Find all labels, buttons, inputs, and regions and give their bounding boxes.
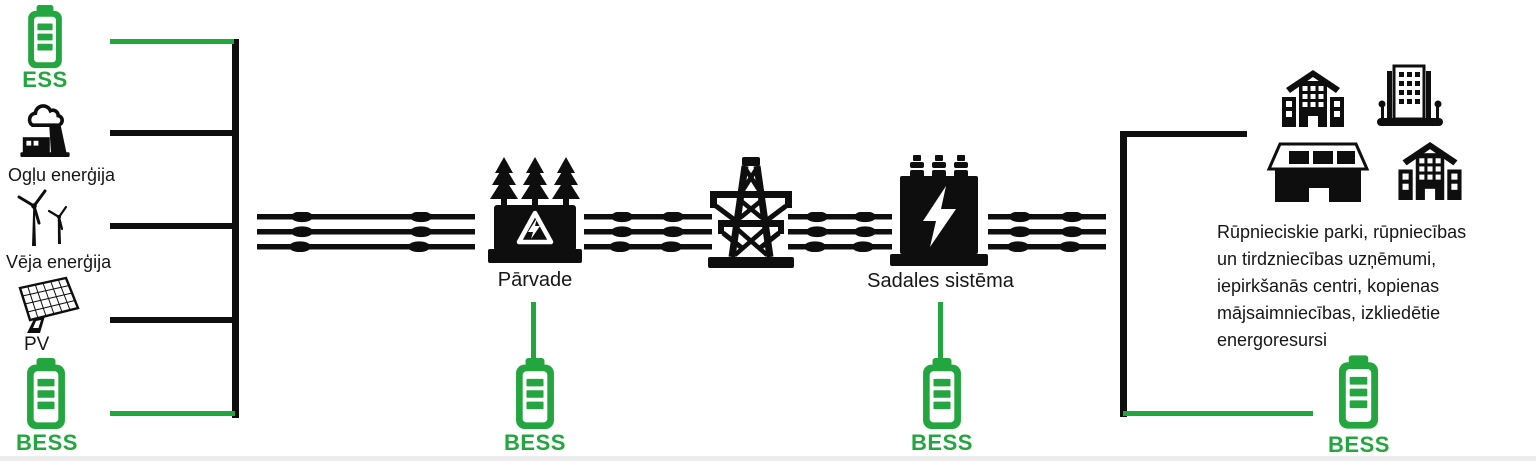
three-phase-line-icon	[584, 212, 712, 252]
bottom-border	[0, 456, 1536, 461]
left-bus-bar	[232, 39, 239, 418]
consumers-description-line: un tirdzniecības uzņēmumi,	[1217, 249, 1437, 269]
battery-icon	[27, 358, 65, 430]
consumers-description: Rūpnieciskie parki, rūpniecības un tirdz…	[1217, 219, 1529, 354]
transmission-bess-label: BESS	[504, 430, 566, 455]
solar-panel-icon	[18, 276, 80, 333]
wind-label: Vēja enerģija	[6, 252, 112, 272]
wind-feeder-line	[110, 223, 234, 229]
battery-icon	[516, 358, 554, 430]
transmission-label: Pārvade	[497, 269, 573, 291]
coal-plant-icon	[20, 104, 70, 157]
consumer-bess-line	[1123, 411, 1313, 416]
pv-feeder-line	[110, 317, 234, 323]
consumers-description-line: mājsaimniecības, izkliedētie	[1217, 303, 1441, 323]
consumers-description-line: Rūpnieciskie parki, rūpniecības	[1217, 222, 1467, 242]
coal-label: Ogļu enerģija	[8, 165, 116, 185]
right-bus-bar	[1120, 131, 1127, 417]
transformer-substation-icon	[488, 157, 582, 263]
coal-feeder-line	[110, 130, 234, 136]
school-building-icon	[1282, 70, 1344, 127]
battery-icon	[28, 5, 62, 69]
consumers-bess-label: BESS	[1328, 432, 1390, 457]
three-phase-line-icon	[257, 212, 475, 252]
transmission-tower-icon	[708, 157, 794, 268]
distribution-label: Sadales sistēma	[867, 270, 1014, 292]
consumers-description-line: energoresursi	[1217, 330, 1328, 350]
distribution-bess-link	[938, 302, 943, 358]
transmission-bess-link	[531, 302, 536, 358]
warehouse-building-icon	[1266, 142, 1370, 202]
three-phase-line-icon	[788, 212, 892, 252]
bess-label: BESS	[16, 430, 78, 455]
wind-turbines-icon	[17, 189, 68, 246]
pv-label: PV	[24, 334, 50, 355]
ess-feeder-line	[110, 39, 234, 44]
consumer-feeder-line	[1120, 131, 1247, 137]
battery-icon	[1338, 355, 1379, 429]
battery-icon	[923, 358, 961, 430]
three-phase-line-icon	[988, 212, 1106, 252]
bess-feeder-line	[110, 411, 235, 416]
ess-label: ESS	[22, 67, 68, 92]
community-building-icon	[1398, 142, 1462, 200]
distribution-transformer-icon	[890, 155, 988, 266]
distribution-bess-label: BESS	[911, 430, 973, 455]
office-building-icon	[1377, 64, 1443, 126]
consumers-description-line: iepirkšanās centri, kopienas	[1217, 276, 1440, 296]
